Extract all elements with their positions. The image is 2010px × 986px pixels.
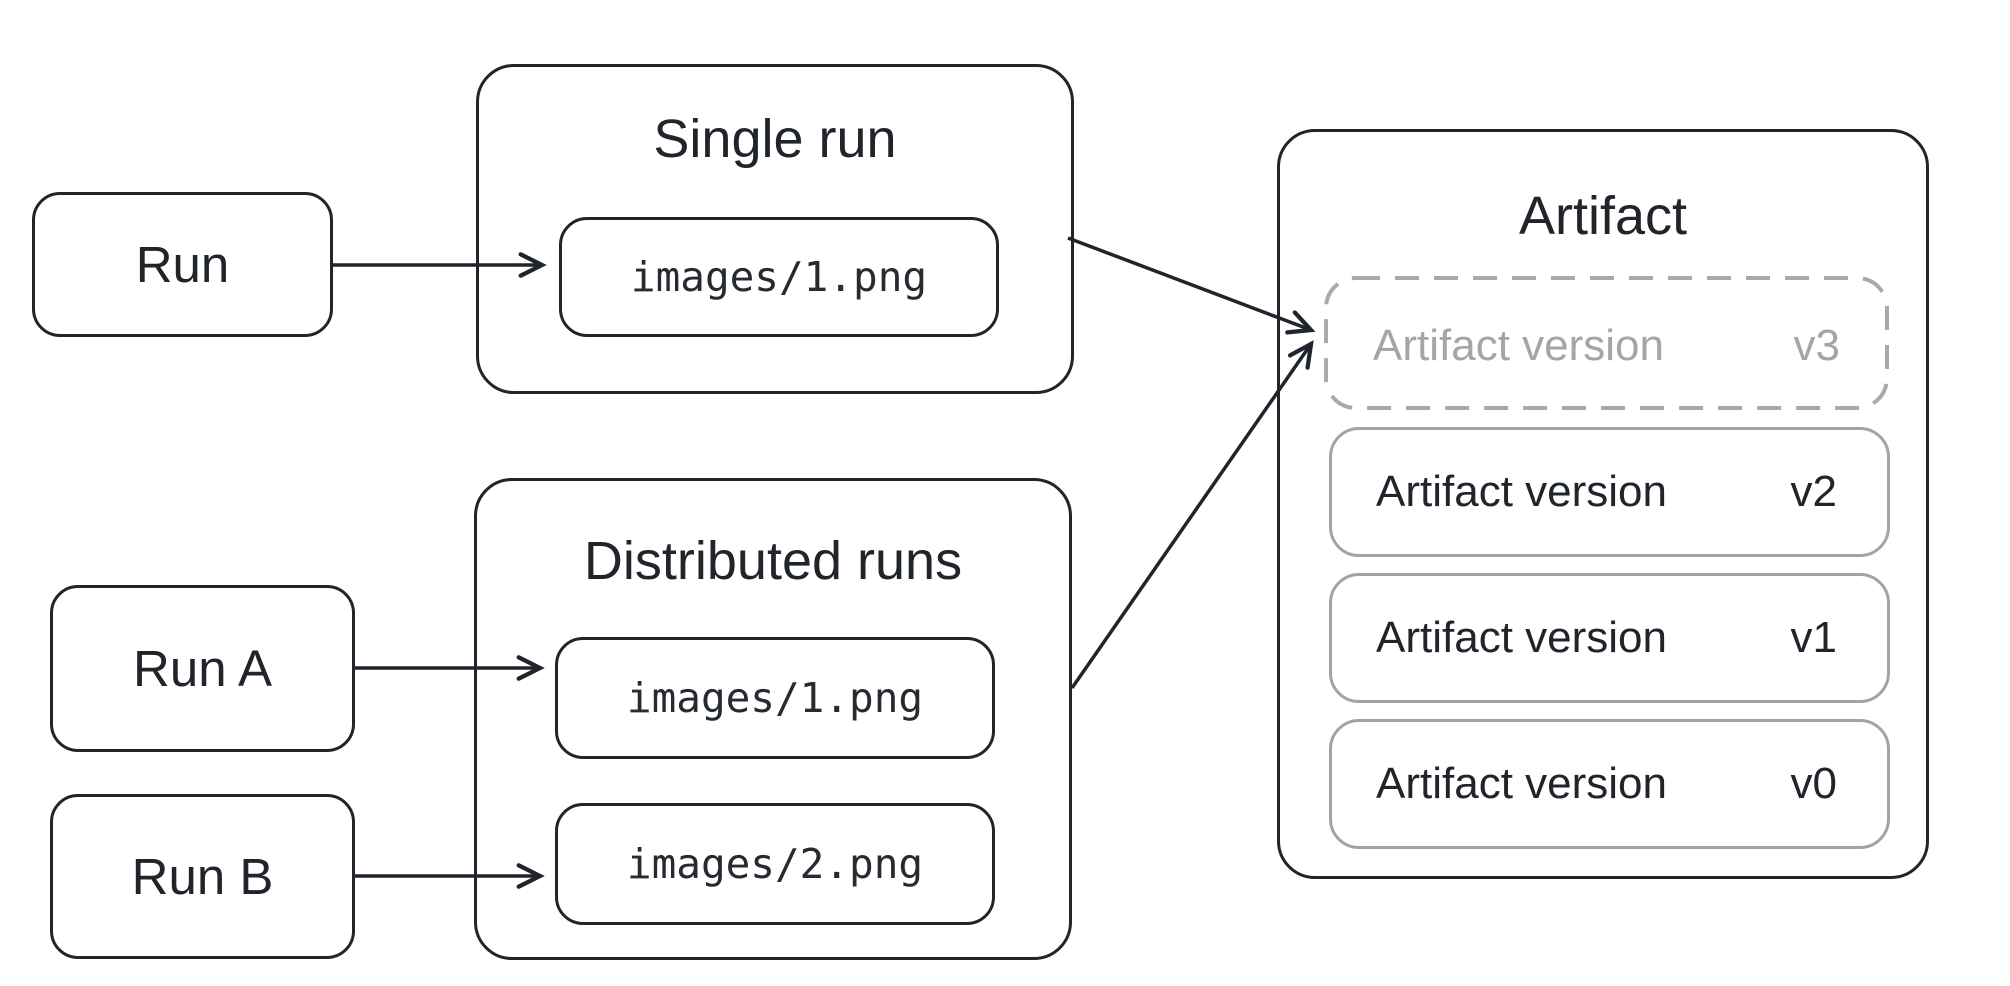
distributed-file-label-2: images/2.png <box>626 840 924 888</box>
run-label: Run <box>135 236 230 293</box>
run-b-label: Run B <box>131 848 274 905</box>
run-node: Run <box>32 192 333 337</box>
distributed-runs-title: Distributed runs <box>583 531 963 591</box>
artifact-version-tag: v3 <box>1793 321 1840 370</box>
artifact-version-row-v0: Artifact version v0 <box>1329 719 1890 849</box>
artifact-version-row-v3: Artifact version v3 <box>1329 281 1890 411</box>
single-run-title: Single run <box>653 109 897 169</box>
distributed-runs-group: Distributed runs images/1.png images/2.p… <box>474 478 1072 960</box>
distributed-file-label-1: images/1.png <box>626 674 924 722</box>
run-b-node: Run B <box>50 794 355 959</box>
artifact-version-label: Artifact version <box>1376 613 1667 662</box>
distributed-file-box-1: images/1.png <box>555 637 995 759</box>
run-a-label: Run A <box>133 640 272 697</box>
artifact-title: Artifact <box>1518 186 1688 246</box>
artifact-group: Artifact Artifact version v3 Artifact ve… <box>1277 129 1929 879</box>
single-run-file-label: images/1.png <box>630 253 928 301</box>
arrow-distributed-runs-to-artifact <box>1070 340 1314 689</box>
arrow-single-run-to-artifact <box>1067 236 1316 335</box>
single-run-file-box: images/1.png <box>559 217 999 337</box>
artifact-version-label: Artifact version <box>1376 467 1667 516</box>
artifact-version-tag: v1 <box>1790 613 1837 662</box>
run-a-node: Run A <box>50 585 355 752</box>
artifact-version-row-v2: Artifact version v2 <box>1329 427 1890 557</box>
distributed-file-box-2: images/2.png <box>555 803 995 925</box>
artifact-version-label: Artifact version <box>1376 759 1667 808</box>
artifact-version-row-v1: Artifact version v1 <box>1329 573 1890 703</box>
artifact-version-label: Artifact version <box>1373 321 1664 370</box>
single-run-group: Single run images/1.png <box>476 64 1074 394</box>
artifact-version-tag: v2 <box>1790 467 1837 516</box>
artifact-version-tag: v0 <box>1790 759 1837 808</box>
